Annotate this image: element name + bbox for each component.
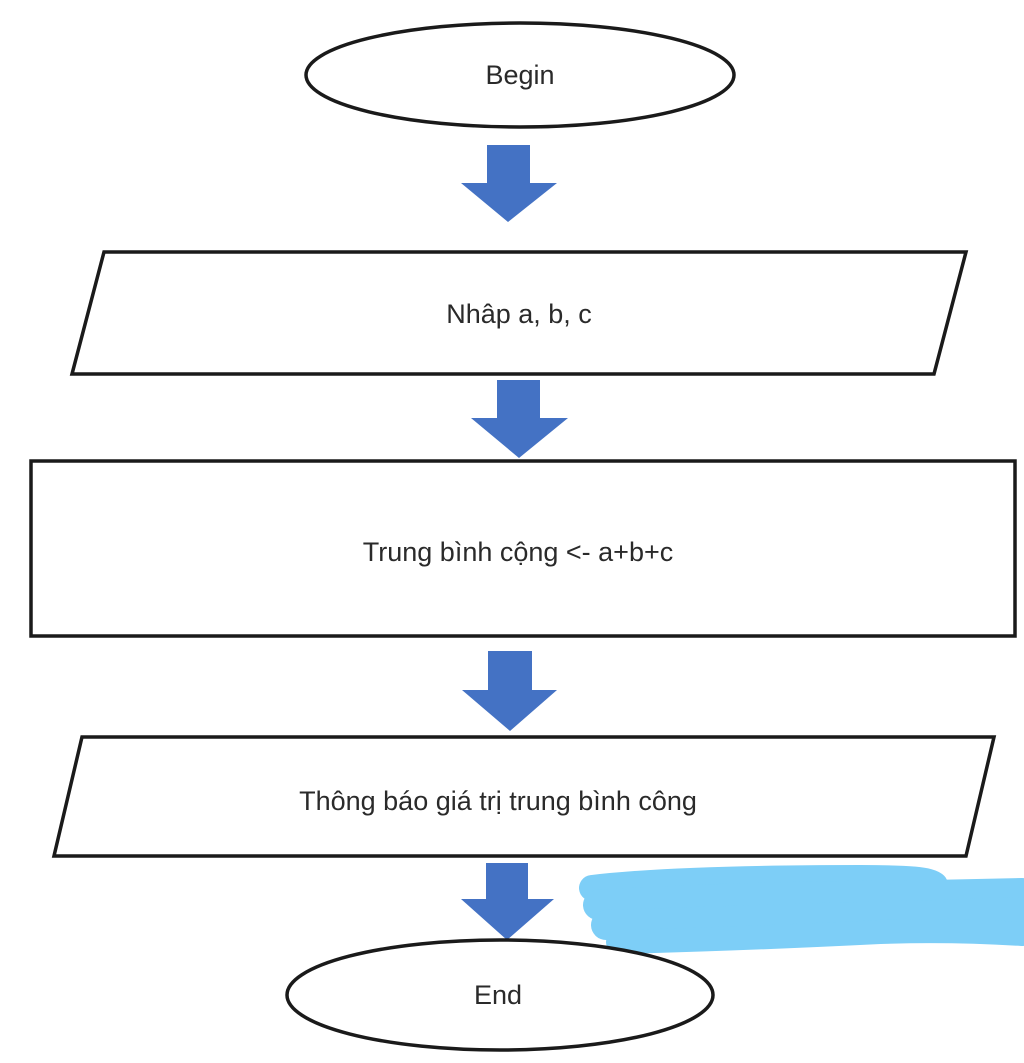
redaction-scribble-stroke-4	[606, 919, 1024, 954]
output-node: Thông báo giá trị trung bình công	[51, 735, 997, 858]
flow-arrow-input-to-process	[471, 380, 568, 458]
process-label: Trung bình cộng <- a+b+c	[363, 537, 673, 567]
output-data-shape	[51, 735, 997, 858]
input-data-shape	[69, 250, 969, 376]
end-node: End	[285, 938, 715, 1052]
input-node: Nhâp a, b, c	[69, 250, 969, 376]
input-label: Nhâp a, b, c	[446, 299, 592, 329]
flow-arrow-process-to-output	[462, 651, 557, 731]
begin-label: Begin	[485, 60, 554, 90]
flow-arrow-output-to-end	[461, 863, 554, 940]
flow-arrow-begin-to-input	[461, 145, 557, 222]
output-label: Thông báo giá trị trung bình công	[299, 786, 697, 816]
end-terminator-shape	[285, 938, 715, 1052]
process-node: Trung bình cộng <- a+b+c	[29, 459, 1017, 638]
begin-terminator-shape	[304, 21, 736, 129]
end-label: End	[474, 980, 522, 1010]
redaction-scribble-stroke-1	[579, 865, 948, 901]
begin-node: Begin	[304, 21, 736, 129]
redaction-scribble-stroke-3	[591, 897, 1024, 940]
redaction-scribble-stroke-2	[583, 878, 1024, 920]
redaction-scribble	[579, 865, 1024, 954]
process-shape	[29, 459, 1017, 638]
